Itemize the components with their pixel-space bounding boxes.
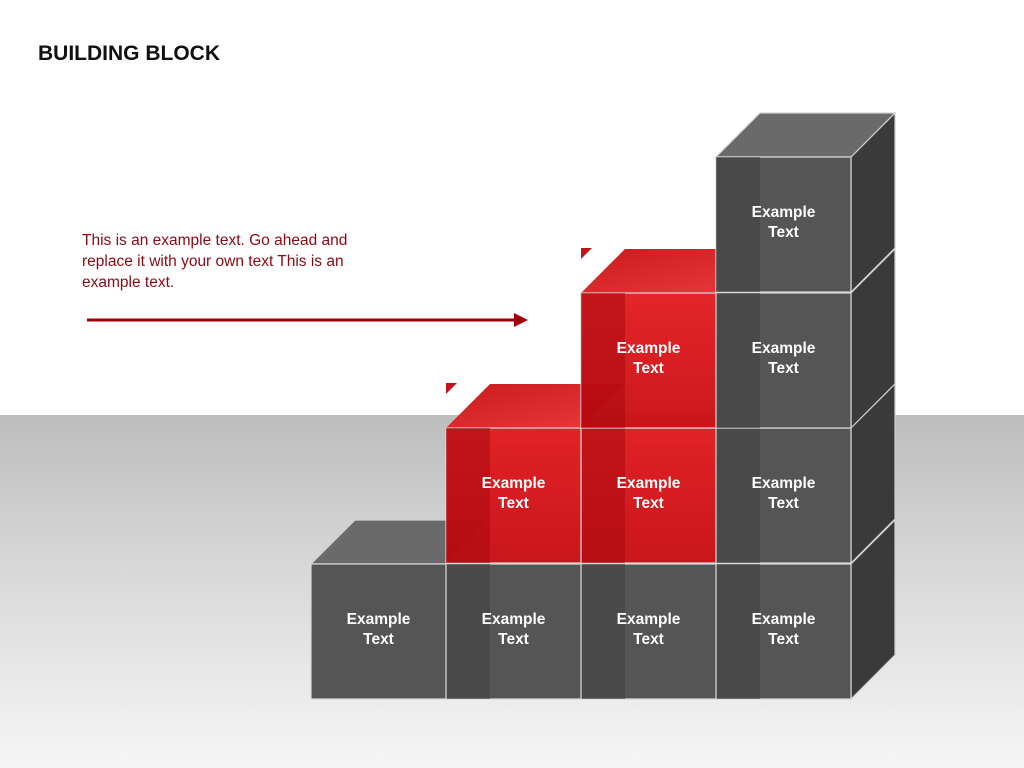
slide-title: BUILDING BLOCK [38,42,220,65]
cube-inner-shade [446,428,490,563]
cube-front-face [310,563,447,700]
block-label-c1r1: Example Text [346,611,411,648]
cube-inner-shade [581,564,625,699]
cube-inner-shade [716,293,760,428]
cube-inner-shade [716,157,760,292]
block-label-c3r3: Example Text [616,340,681,377]
block-label-c4r1: Example Text [751,611,816,648]
block-label-c4r4: Example Text [751,204,816,241]
block-label-c2r2: Example Text [481,475,546,512]
block-label-c4r3: Example Text [751,340,816,377]
cube-inner-shade [581,428,625,563]
block-label-c4r2: Example Text [751,475,816,512]
description-text: This is an example text. Go ahead and re… [82,232,348,291]
cube-top-face [446,384,625,428]
cube-inner-shade [581,293,625,428]
cube-inner-shade [716,564,760,699]
block-label-c3r1: Example Text [616,611,681,648]
cube-inner-shade [446,564,490,699]
cube-inner-shade [716,428,760,563]
cube-top-face [581,249,760,293]
cube-corner-mark [446,383,457,394]
cube-corner-mark [581,248,592,259]
block-label-c3r2: Example Text [616,475,681,512]
block-label-c2r1: Example Text [481,611,546,648]
